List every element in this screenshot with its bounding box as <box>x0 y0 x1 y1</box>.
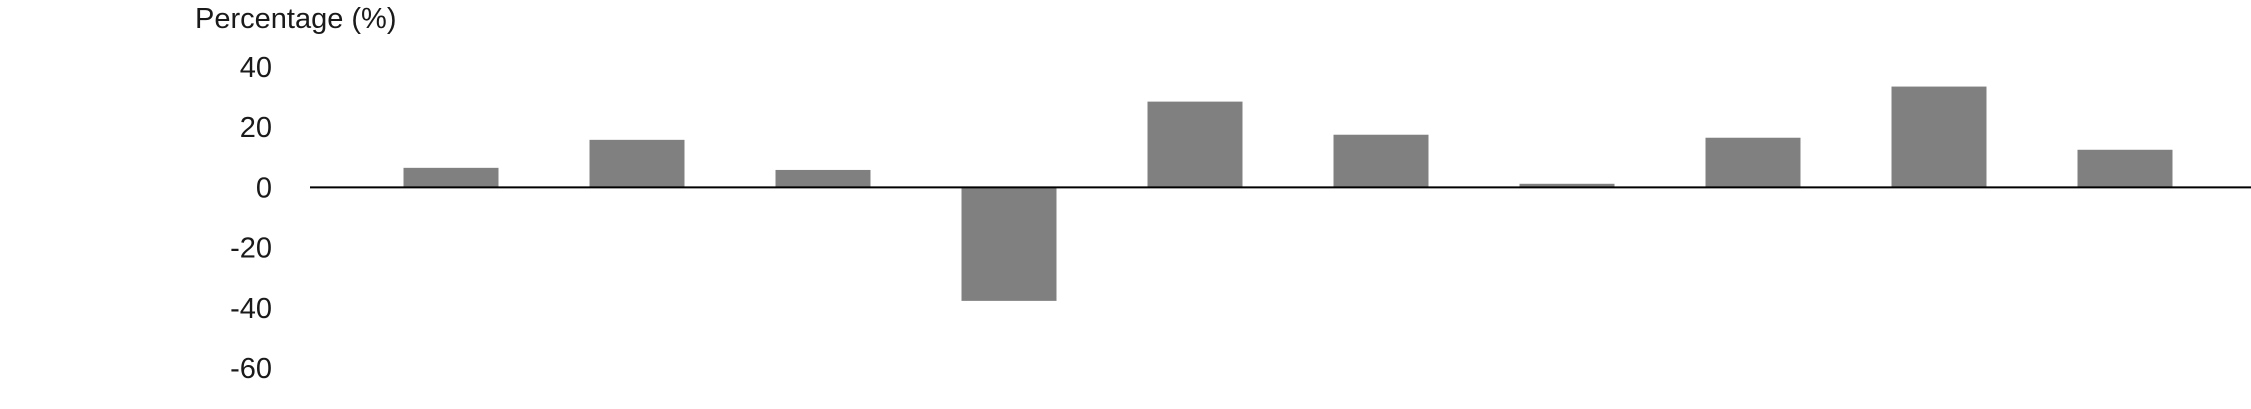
bar <box>1519 183 1615 188</box>
y-tick-label: -20 <box>230 233 272 265</box>
bar <box>1147 101 1243 188</box>
bar <box>2077 149 2173 188</box>
y-tick-label: 40 <box>240 52 272 84</box>
y-tick-label: 0 <box>256 172 272 204</box>
y-tick-label: -40 <box>230 293 272 325</box>
y-tick-label: 20 <box>240 112 272 144</box>
bar <box>961 187 1057 301</box>
y-axis-title: Percentage (%) <box>195 3 397 35</box>
bar <box>1333 134 1429 188</box>
bar <box>1891 86 1987 188</box>
bar-series <box>403 86 2173 301</box>
bar <box>775 169 871 188</box>
y-tick-label: -60 <box>230 353 272 385</box>
bar <box>589 139 685 188</box>
bar <box>403 167 499 188</box>
bar <box>1705 137 1801 188</box>
y-axis-ticks: 40 20 0 -20 -40 -60 <box>230 52 272 385</box>
